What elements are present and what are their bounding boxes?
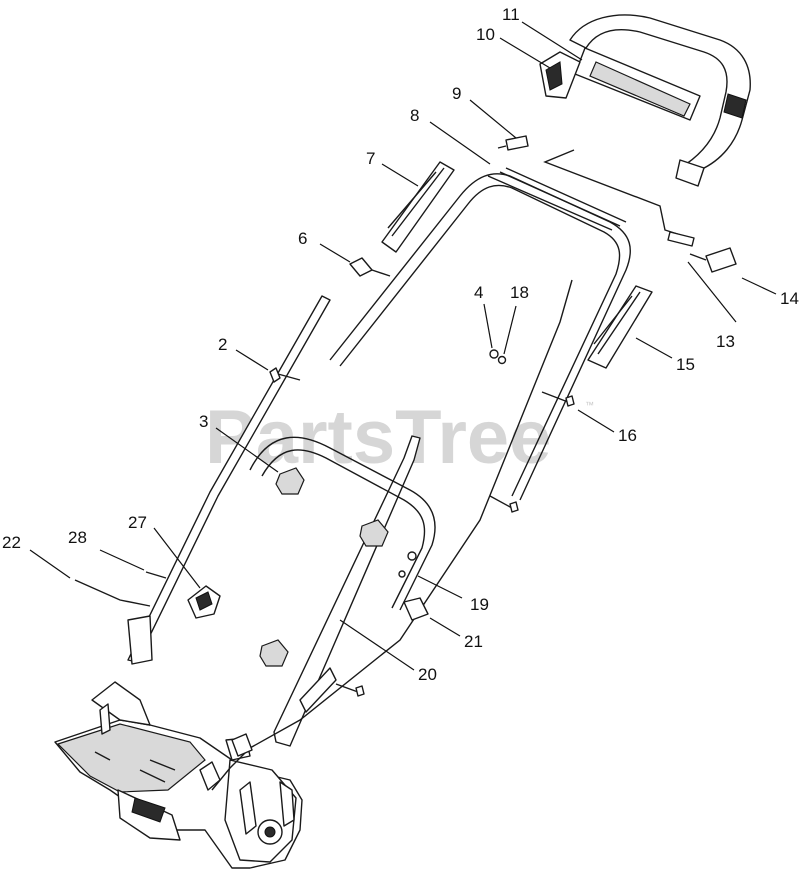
part-2-bolt[interactable]	[269, 367, 301, 383]
callout-10: 10	[476, 25, 495, 44]
callout-14: 14	[780, 289, 799, 308]
callout-6: 6	[298, 229, 307, 248]
callout-7: 7	[366, 149, 375, 168]
callout-3: 3	[199, 412, 208, 431]
part-6-clip[interactable]	[349, 257, 391, 277]
part-15-cable-guide[interactable]	[587, 285, 653, 369]
part-16-bolt[interactable]	[489, 391, 575, 513]
part-13-connector[interactable]	[667, 231, 695, 247]
callout-2: 2	[218, 335, 227, 354]
callout-21: 21	[464, 632, 483, 651]
watermark-trademark: ™	[585, 400, 594, 410]
leader-lines	[29, 21, 777, 671]
callout-16: 16	[618, 426, 637, 445]
callout-13: 13	[716, 332, 735, 351]
part-4-nut[interactable]	[489, 349, 499, 359]
bail-handle[interactable]	[539, 14, 751, 187]
callout-labels: 11 10 9 8 7 6 4 18 14 13 15 2 16 3 27 22…	[2, 5, 799, 684]
part-9-spring[interactable]	[497, 135, 529, 151]
callout-8: 8	[410, 106, 419, 125]
part-18-washer[interactable]	[497, 355, 507, 365]
part-28-pin[interactable]	[145, 571, 167, 579]
upper-handle[interactable]	[329, 167, 631, 501]
callout-19: 19	[470, 595, 489, 614]
part-19-washer[interactable]	[398, 551, 417, 578]
callout-27: 27	[128, 513, 147, 532]
watermark-text: PartsTree	[205, 395, 551, 480]
part-27-lever[interactable]	[187, 585, 221, 619]
callout-28: 28	[68, 528, 87, 547]
callout-20: 20	[418, 665, 437, 684]
part-7-cable-guide[interactable]	[381, 161, 455, 253]
bottom-bolt[interactable]	[335, 683, 365, 697]
part-21-block[interactable]	[403, 597, 429, 621]
callout-22: 22	[2, 533, 21, 552]
callout-18: 18	[510, 283, 529, 302]
part-14-cable-end[interactable]	[689, 247, 737, 273]
callout-11: 11	[502, 5, 520, 24]
callout-4: 4	[474, 283, 483, 302]
mower-deck[interactable]	[54, 681, 303, 869]
lower-handle[interactable]	[127, 295, 436, 747]
part-3-knob[interactable]	[259, 467, 389, 667]
callout-15: 15	[676, 355, 695, 374]
callout-9: 9	[452, 84, 461, 103]
